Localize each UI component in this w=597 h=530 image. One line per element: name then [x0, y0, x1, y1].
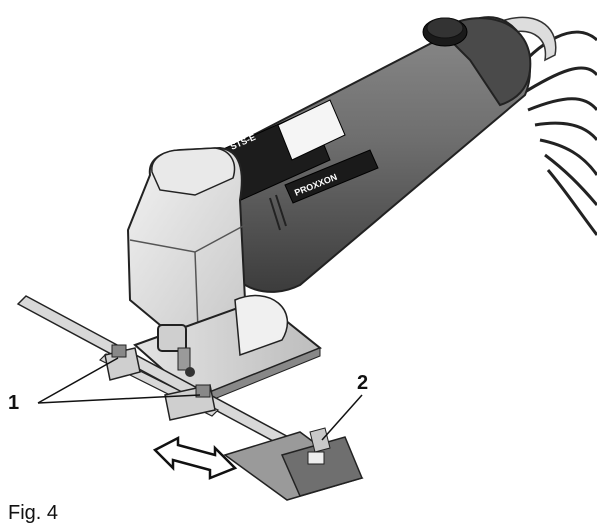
double-arrow-icon: [152, 435, 238, 480]
callout-2: 2: [357, 372, 369, 394]
vent-slots: [269, 194, 287, 231]
clamp-screw-2: [164, 384, 216, 421]
leader-lines: [37, 357, 363, 441]
clamp-screw-1: [104, 344, 141, 381]
cord-sleeve: [503, 16, 557, 62]
head-top: [151, 147, 236, 196]
rating-plate-white: [277, 99, 346, 161]
bevel-scale: [234, 294, 289, 357]
guide-fence: [223, 427, 364, 501]
blade-clamp: [157, 324, 187, 352]
figure-caption: Fig. 4: [8, 502, 59, 524]
power-cord: [508, 30, 597, 236]
brand-plate: [284, 149, 379, 204]
callout-1: 1: [8, 392, 20, 414]
